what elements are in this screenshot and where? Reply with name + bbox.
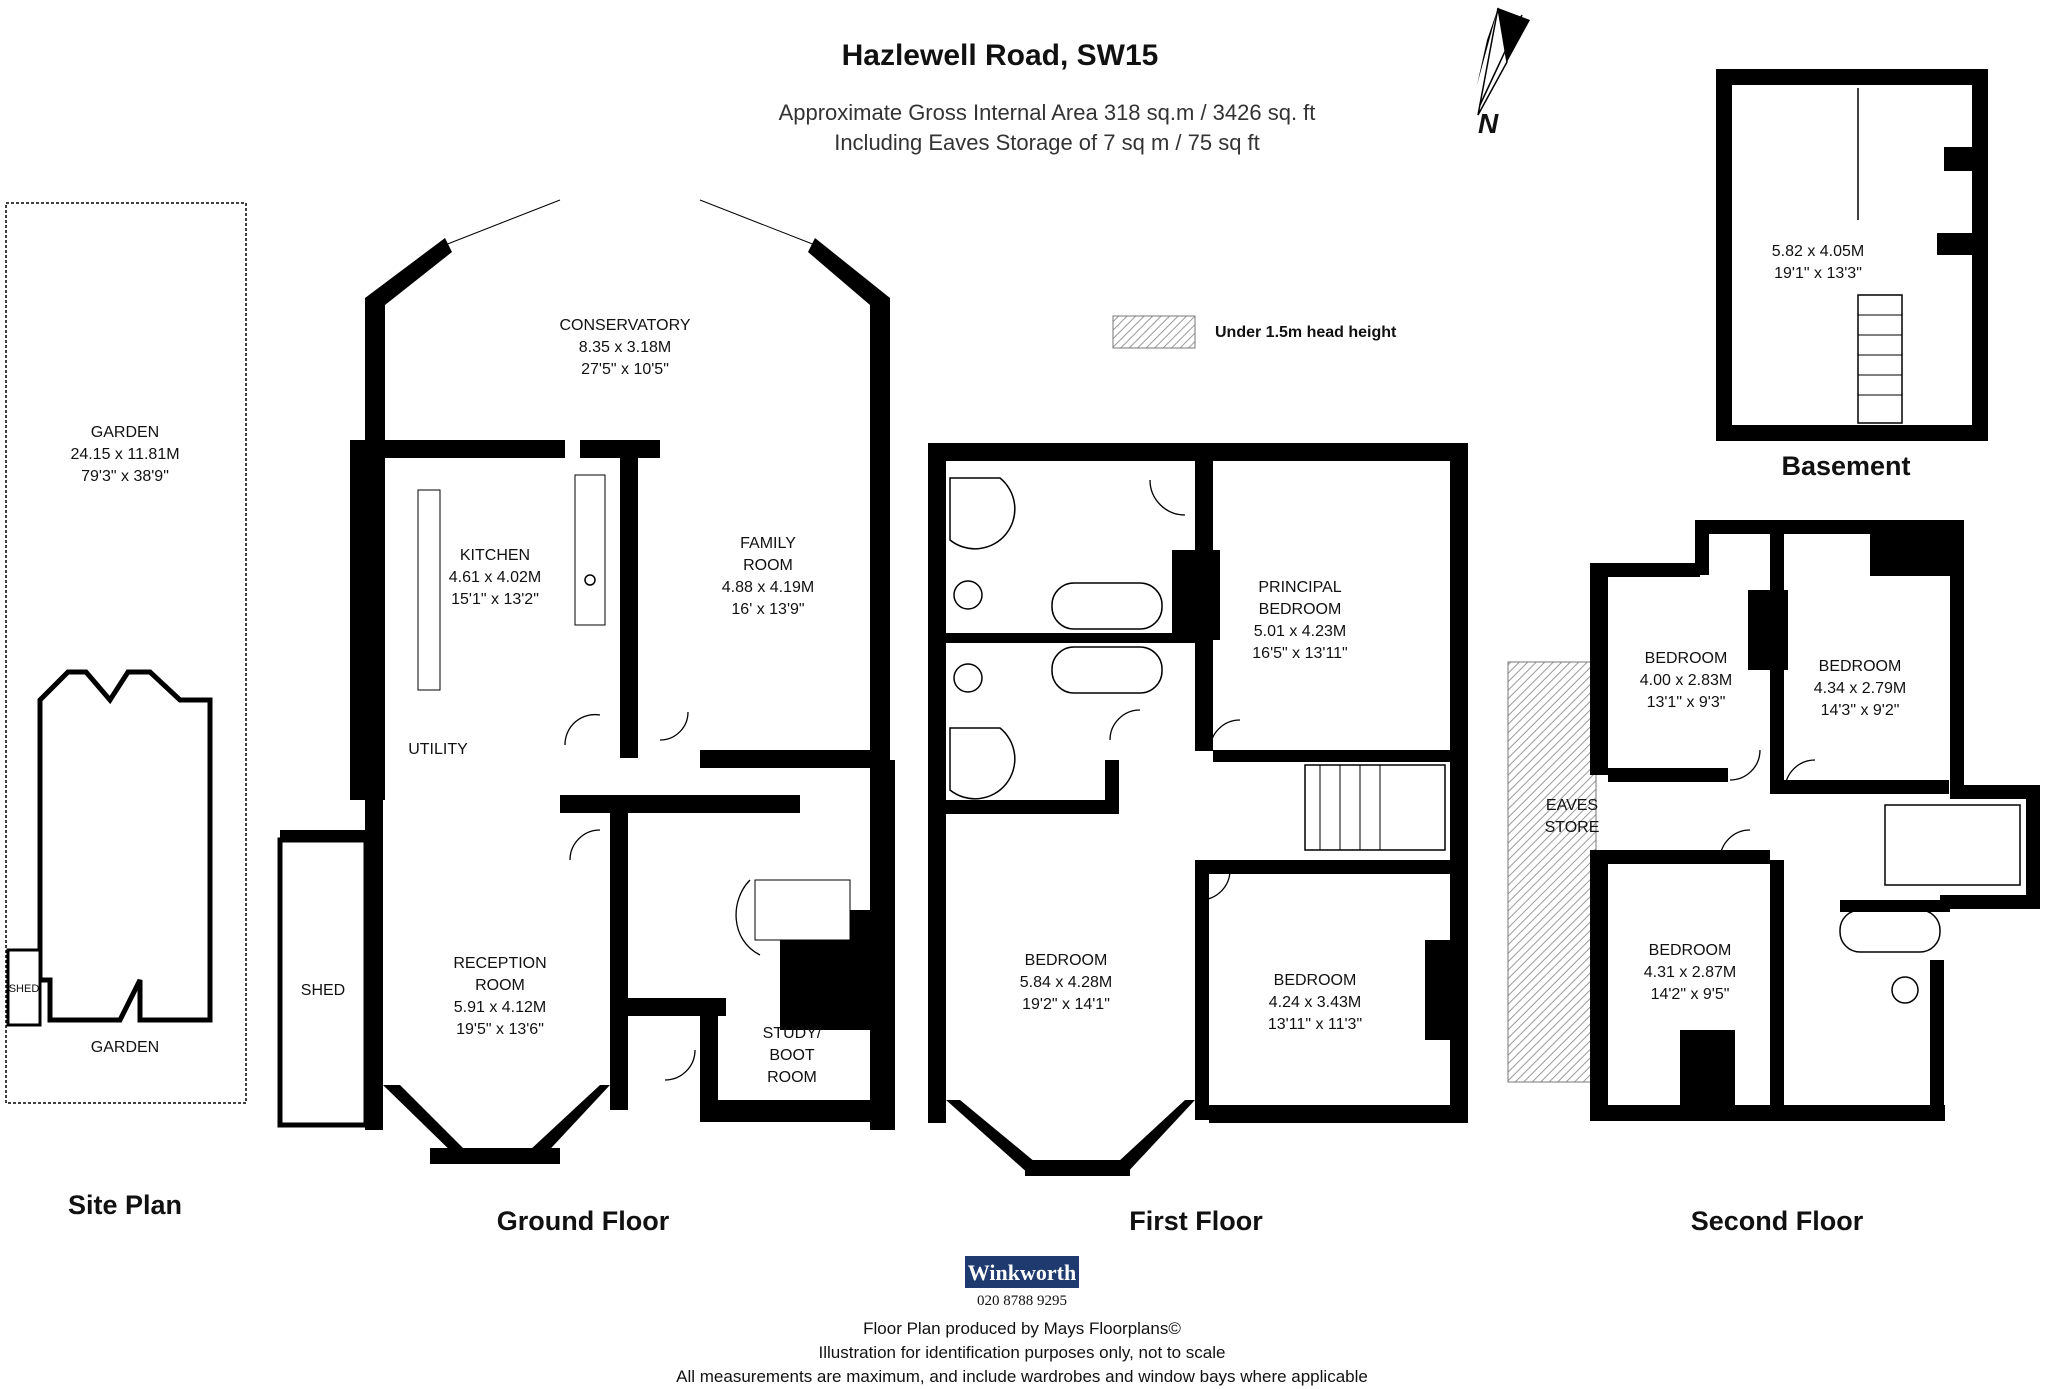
shower-icon-2: [949, 727, 1016, 800]
brand-phone: 020 8788 9295: [977, 1293, 1067, 1309]
principal-imperial: 16'5" x 13'11": [1252, 645, 1347, 662]
site-house-outline: [37, 669, 213, 1023]
site-plan: GARDEN 24.15 x 11.81M 79'3" x 38'9" SHED…: [5, 202, 247, 1220]
bath-icon-2: [1051, 646, 1163, 694]
legend-label: Under 1.5m head height: [1215, 324, 1397, 341]
eaves-name2: STORE: [1545, 819, 1600, 836]
bedroom-b-name: BEDROOM: [1819, 658, 1902, 675]
site-garden-name: GARDEN: [91, 424, 159, 441]
site-boundary: [5, 202, 247, 1104]
conservatory-imperial: 27'5" x 10'5": [581, 361, 669, 378]
conservatory-name: CONSERVATORY: [560, 317, 691, 334]
principal-name2: BEDROOM: [1259, 601, 1342, 618]
footer: Winkworth 020 8788 9295 Floor Plan produ…: [676, 1256, 1368, 1386]
shower-icon: [949, 477, 1016, 550]
basement-imperial: 19'1" x 13'3": [1774, 265, 1862, 282]
ground-shed-outline: [277, 837, 369, 1128]
bedroom-c-metric: 4.31 x 2.87M: [1644, 964, 1737, 981]
brand-name: Winkworth: [968, 1260, 1076, 1285]
site-plan-caption: Site Plan: [68, 1190, 182, 1220]
bedroom-front-name: BEDROOM: [1025, 952, 1108, 969]
reception-name2: ROOM: [475, 977, 525, 994]
study-name3: ROOM: [767, 1069, 817, 1086]
ground-stairs: [754, 879, 851, 941]
first-floor-walls: [928, 443, 1468, 1176]
footer-line2: Illustration for identification purposes…: [819, 1343, 1226, 1362]
north-compass-icon: N: [1477, 7, 1530, 139]
bedroom-c-imperial: 14'2" x 9'5": [1651, 986, 1730, 1003]
second-floor: BEDROOM 4.00 x 2.83M 13'1" x 9'3" BEDROO…: [1507, 520, 2040, 1236]
bedroom-c-name: BEDROOM: [1649, 942, 1732, 959]
site-garden-metric: 24.15 x 11.81M: [70, 446, 179, 463]
bedroom-a-imperial: 13'1" x 9'3": [1647, 694, 1726, 711]
conservatory-metric: 8.35 x 3.18M: [579, 339, 672, 356]
family-room-name1: FAMILY: [740, 535, 796, 552]
kitchen-metric: 4.61 x 4.02M: [449, 569, 542, 586]
family-room-imperial: 16' x 13'9": [731, 601, 804, 618]
reception-imperial: 19'5" x 13'6": [456, 1021, 544, 1038]
ground-floor-caption: Ground Floor: [497, 1206, 670, 1236]
kitchen-imperial: 15'1" x 13'2": [451, 591, 539, 608]
legend-swatch: [1112, 315, 1196, 349]
bath-icon: [1051, 582, 1163, 630]
first-stairs: [1304, 764, 1446, 851]
reception-name1: RECEPTION: [453, 955, 546, 972]
ground-floor: CONSERVATORY 8.35 x 3.18M 27'5" x 10'5" …: [277, 199, 895, 1236]
legend: Under 1.5m head height: [1112, 315, 1397, 349]
bedroom-side-name: BEDROOM: [1274, 972, 1357, 989]
eaves-name1: EAVES: [1546, 797, 1598, 814]
bedroom-a-metric: 4.00 x 2.83M: [1640, 672, 1733, 689]
second-floor-walls: [1590, 520, 2040, 1121]
bath-icon-3: [1839, 909, 1941, 953]
area-line: Approximate Gross Internal Area 318 sq.m…: [779, 100, 1316, 125]
plan-title: Hazlewell Road, SW15: [842, 39, 1159, 72]
first-floor-caption: First Floor: [1129, 1206, 1263, 1236]
study-name1: STUDY/: [763, 1025, 822, 1042]
brand-logo: [965, 1256, 1079, 1288]
toilet-icon: [953, 580, 983, 610]
eaves-store-area: [1507, 661, 1597, 1083]
basement: 5.82 x 4.05M 19'1" x 13'3" Basement: [1716, 69, 1988, 481]
site-garden-imperial: 79'3" x 38'9": [81, 468, 169, 485]
site-shed-label: SHED: [9, 983, 40, 995]
bedroom-side-imperial: 13'11" x 11'3": [1268, 1016, 1362, 1033]
compass-label: N: [1478, 108, 1499, 139]
second-floor-caption: Second Floor: [1691, 1206, 1864, 1236]
ground-floor-walls: [280, 238, 895, 1164]
kitchen-counter: [417, 489, 441, 691]
footer-line3: All measurements are maximum, and includ…: [676, 1367, 1368, 1386]
reception-metric: 5.91 x 4.12M: [454, 999, 547, 1016]
utility-name: UTILITY: [408, 741, 468, 758]
bedroom-front-metric: 5.84 x 4.28M: [1020, 974, 1113, 991]
bedroom-side-metric: 4.24 x 3.43M: [1269, 994, 1362, 1011]
study-name2: BOOT: [769, 1047, 815, 1064]
footer-line1: Floor Plan produced by Mays Floorplans©: [863, 1319, 1181, 1338]
bedroom-b-imperial: 14'3" x 9'2": [1821, 702, 1900, 719]
eaves-line: Including Eaves Storage of 7 sq m / 75 s…: [834, 130, 1260, 155]
hob-icon: [584, 574, 596, 586]
site-shed: [6, 948, 42, 1027]
toilet-icon-3: [1891, 976, 1919, 1004]
kitchen-name: KITCHEN: [460, 547, 530, 564]
bedroom-a-name: BEDROOM: [1645, 650, 1728, 667]
bedroom-front-imperial: 19'2" x 14'1": [1022, 996, 1110, 1013]
toilet-icon-2: [953, 663, 983, 693]
ground-shed-name: SHED: [301, 982, 345, 999]
basement-stairs: [1857, 294, 1903, 424]
kitchen-island: [574, 474, 606, 626]
second-stairs: [1884, 804, 2021, 886]
family-room-metric: 4.88 x 4.19M: [722, 579, 815, 596]
bedroom-b-metric: 4.34 x 2.79M: [1814, 680, 1907, 697]
basement-walls: [1716, 69, 1988, 441]
basement-caption: Basement: [1781, 451, 1910, 481]
principal-name1: PRINCIPAL: [1258, 579, 1341, 596]
principal-metric: 5.01 x 4.23M: [1254, 623, 1347, 640]
site-garden-bottom: GARDEN: [91, 1039, 159, 1056]
first-floor: PRINCIPAL BEDROOM 5.01 x 4.23M 16'5" x 1…: [928, 443, 1468, 1236]
basement-metric: 5.82 x 4.05M: [1772, 243, 1865, 260]
family-room-name2: ROOM: [743, 557, 793, 574]
